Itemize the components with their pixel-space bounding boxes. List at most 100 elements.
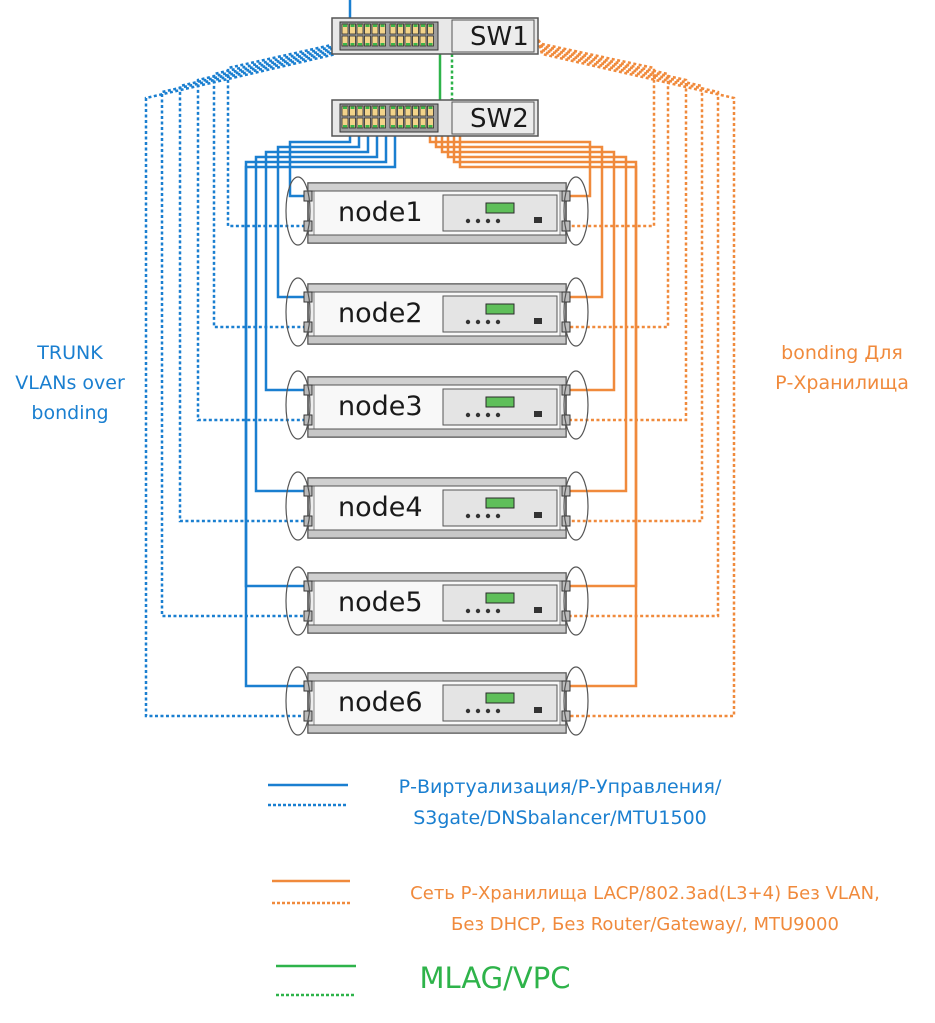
server-lcd — [485, 497, 515, 509]
bond-ellipse-left — [285, 566, 311, 636]
bond-ellipse-left — [285, 666, 311, 736]
blue-solid-link — [288, 136, 352, 198]
switch-port — [341, 23, 349, 35]
blue-solid-link — [244, 136, 388, 588]
switch-port — [364, 117, 371, 129]
port-led — [428, 43, 433, 46]
server-node-4: node4 — [285, 471, 589, 541]
server-lcd — [485, 202, 515, 214]
switch-port — [404, 35, 412, 47]
server-button — [495, 608, 501, 614]
port-led — [358, 43, 362, 46]
switch-sw1: SW1 — [331, 17, 539, 55]
port-led — [413, 24, 418, 27]
port-led — [343, 106, 347, 109]
trunk-label-line: bonding — [31, 402, 109, 424]
port-led — [398, 43, 403, 46]
switch-port — [389, 23, 397, 35]
port-led — [350, 106, 355, 109]
legend-blue-text: Р-Виртуализация/Р-Управления/ S3gate/DNS… — [360, 772, 760, 834]
server-button — [495, 412, 501, 418]
orange-solid-link — [446, 136, 628, 493]
port-led — [398, 24, 403, 27]
port-led — [373, 24, 377, 27]
switch-label: SW1 — [470, 22, 529, 52]
legend-line: MLAG/VPC — [419, 961, 571, 995]
switch-port — [419, 35, 427, 47]
switch-port — [397, 35, 404, 47]
bond-ellipse-right — [563, 471, 589, 541]
port-led — [343, 125, 347, 128]
server-top-rail — [307, 283, 567, 293]
port-led — [428, 106, 433, 109]
port-led — [343, 43, 347, 46]
port-led — [350, 125, 355, 128]
port-led — [406, 43, 410, 46]
switch-port — [412, 117, 419, 129]
port-led — [391, 106, 395, 109]
port-led — [350, 24, 355, 27]
server-button — [465, 218, 471, 224]
blue-solid-link — [254, 136, 379, 493]
server-button — [475, 218, 481, 224]
storage-bonding-label-line: Р-Хранилища — [775, 372, 909, 394]
switch-port — [356, 23, 364, 35]
port-led — [428, 125, 433, 128]
switch-port — [412, 23, 419, 35]
bond-ellipse-left — [285, 277, 311, 347]
port-led — [380, 106, 385, 109]
server-power — [534, 318, 542, 324]
port-led — [350, 43, 355, 46]
switch-port — [379, 105, 386, 117]
legend-orange-text: Сеть Р-Хранилища LACP/802.3ad(L3+4) Без … — [370, 878, 920, 940]
switch-port — [371, 105, 379, 117]
server-top-rail — [307, 182, 567, 192]
server-button — [485, 513, 491, 519]
switch-port — [356, 35, 364, 47]
switch-port — [404, 117, 412, 129]
port-led — [421, 106, 425, 109]
switch-port — [404, 105, 412, 117]
orange-solid-link — [434, 136, 604, 299]
port-led — [380, 125, 385, 128]
port-led — [373, 43, 377, 46]
port-led — [365, 24, 370, 27]
server-button — [475, 319, 481, 325]
switch-port — [356, 117, 364, 129]
switch-port — [341, 117, 349, 129]
server-power — [534, 411, 542, 417]
server-power — [534, 512, 542, 518]
server-panel — [442, 489, 558, 527]
server-node-3: node3 — [285, 370, 589, 440]
port-led — [343, 24, 347, 27]
switch-label: SW2 — [470, 104, 529, 134]
switch-ports — [341, 23, 434, 47]
switch-port — [389, 117, 397, 129]
switch-port — [427, 117, 434, 129]
server-bottom-rail — [307, 335, 567, 345]
bond-ellipse-left — [285, 370, 311, 440]
switch-port — [356, 105, 364, 117]
switch-port — [364, 35, 371, 47]
server-button — [485, 218, 491, 224]
switch-port — [349, 105, 356, 117]
port-led — [358, 24, 362, 27]
port-led — [406, 125, 410, 128]
port-led — [413, 125, 418, 128]
storage-bonding-label: bonding Для Р-Хранилища — [752, 338, 932, 398]
port-led — [380, 24, 385, 27]
server-bottom-rail — [307, 234, 567, 244]
trunk-label-line: VLANs over — [15, 372, 125, 394]
server-button — [465, 608, 471, 614]
switch-port — [419, 105, 427, 117]
node-label: node5 — [338, 587, 423, 618]
port-led — [421, 24, 425, 27]
port-led — [398, 125, 403, 128]
node-label: node1 — [338, 197, 423, 228]
orange-solid-link — [458, 136, 638, 688]
server-power — [534, 707, 542, 713]
switch-port — [371, 23, 379, 35]
switch-port — [379, 23, 386, 35]
server-power — [534, 607, 542, 613]
